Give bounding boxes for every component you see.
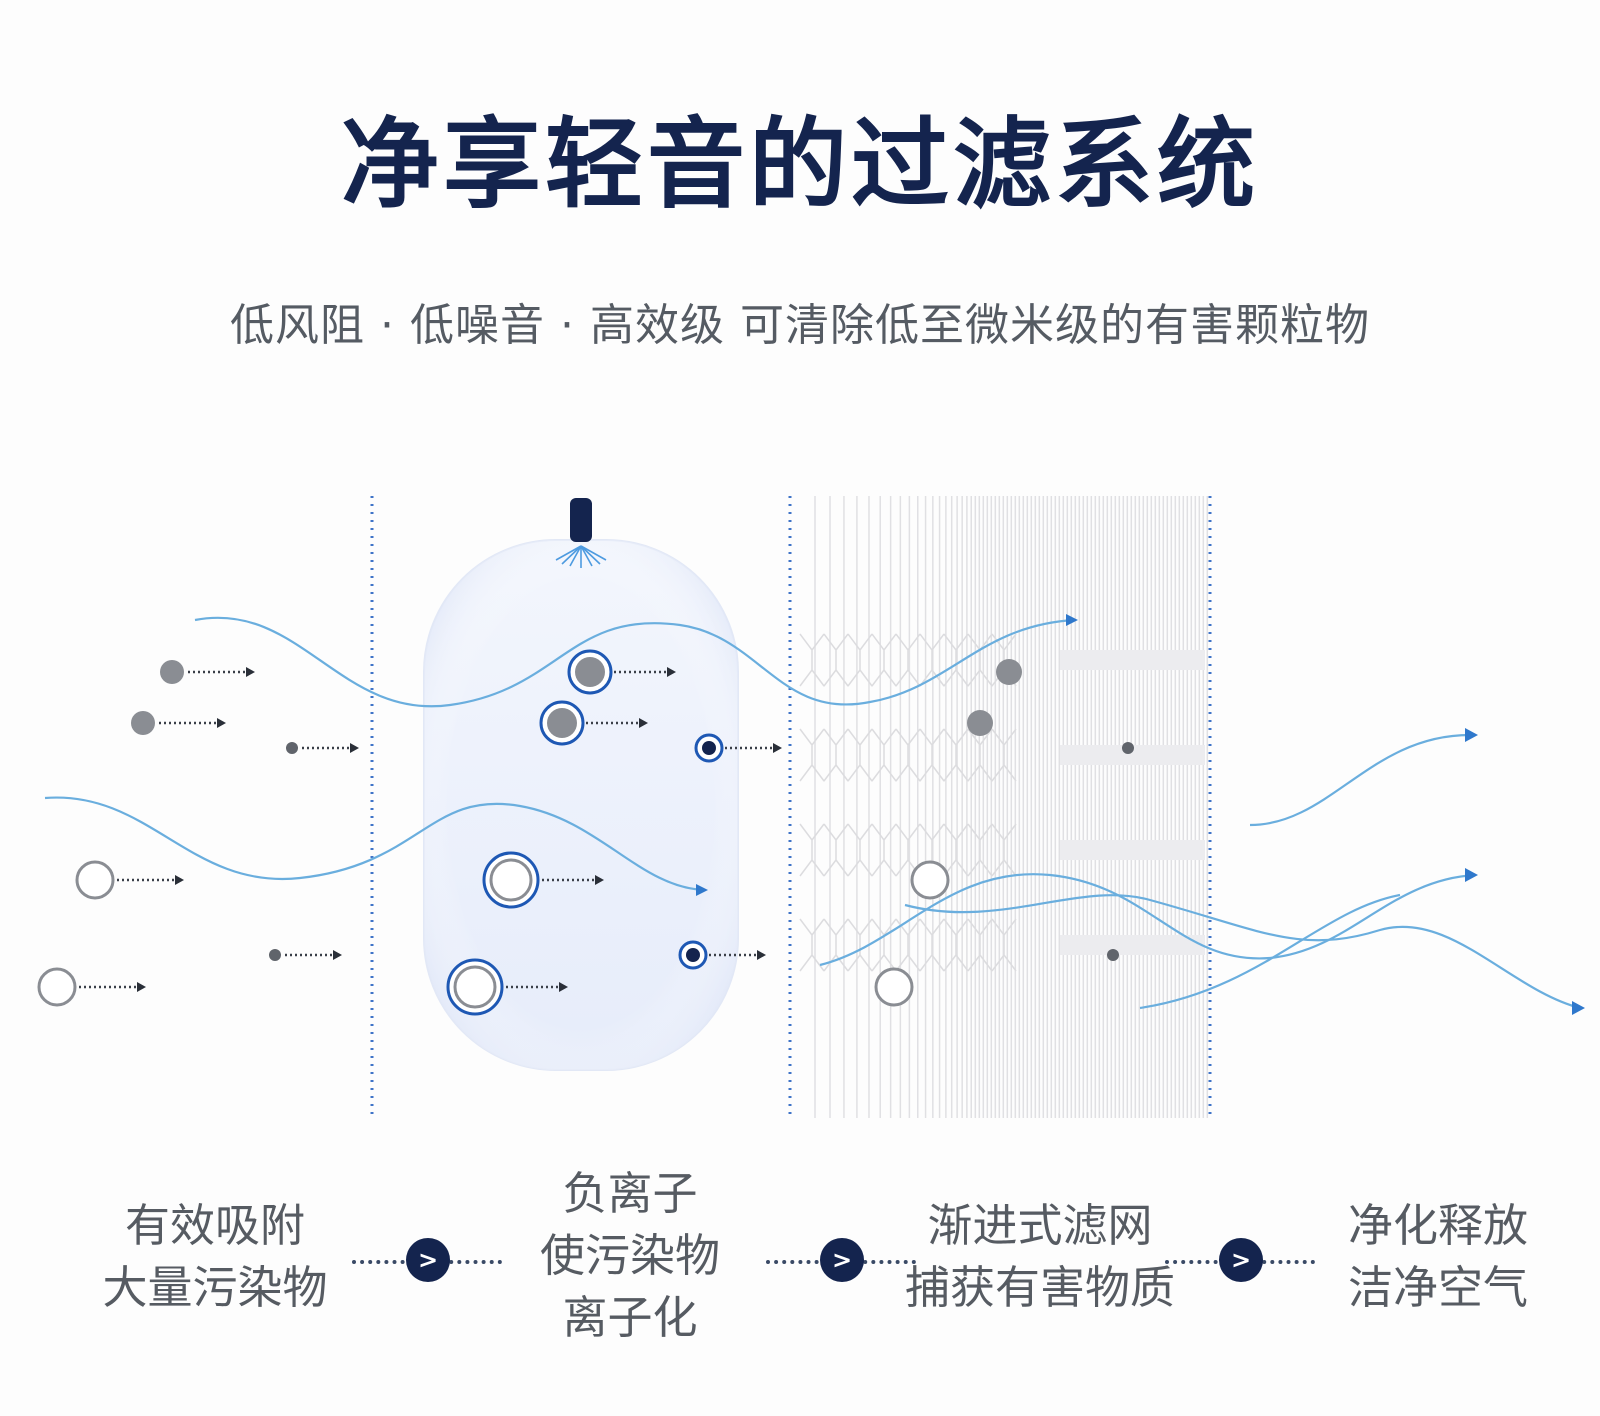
step-release: 净化释放 洁净空气 [1318, 1195, 1558, 1319]
mesh-band [1060, 745, 1205, 765]
particle [37, 967, 146, 1007]
particle [1122, 742, 1134, 754]
airflow-curve-2 [44, 796, 706, 892]
particle [286, 742, 359, 754]
airflow-curve-5 [1249, 733, 1471, 827]
airflow-curve-6 [1139, 893, 1401, 1010]
step-release-line-2: 洁净空气 [1347, 1261, 1528, 1314]
arrowhead [1572, 1001, 1585, 1015]
particle [131, 711, 226, 735]
mesh-filter [799, 496, 1209, 1118]
mesh-band [1060, 935, 1205, 955]
particle [967, 710, 993, 736]
particle [910, 860, 950, 900]
step-ionize-line-1: 负离子 [562, 1167, 698, 1220]
airflow-curve-4 [904, 894, 1581, 1010]
particle [269, 949, 342, 961]
page-subtitle: 低风阻 · 低噪音 · 高效级 可清除低至微米级的有害颗粒物 [230, 300, 1370, 351]
arrowhead [1066, 614, 1078, 626]
particle [567, 649, 676, 695]
particle [874, 967, 914, 1007]
arrow-circle-icon: > [406, 1238, 450, 1282]
page-title: 净享轻音的过滤系统 [340, 108, 1259, 222]
particle [678, 940, 766, 970]
mesh-weave [799, 823, 1017, 877]
airflow-arrowheads [696, 614, 1585, 1015]
step-filter-line-2: 捕获有害物质 [904, 1261, 1175, 1314]
particle [482, 851, 604, 909]
step-adsorb: 有效吸附 大量污染物 [80, 1195, 350, 1319]
step-connector-3: > [1165, 1238, 1315, 1284]
particle [446, 958, 568, 1016]
step-filter-line-1: 渐进式滤网 [927, 1199, 1153, 1252]
mesh-band [1060, 840, 1205, 860]
arrowhead [1465, 728, 1478, 742]
step-release-line-1: 净化释放 [1347, 1199, 1528, 1252]
particle [75, 860, 184, 900]
step-ionize-line-2: 使污染物 [539, 1229, 720, 1282]
mesh-weave [799, 918, 1017, 972]
mesh-band [1060, 650, 1205, 670]
particle [539, 700, 648, 746]
arrow-circle-icon: > [820, 1238, 864, 1282]
arrowhead [1465, 868, 1478, 882]
step-adsorb-line-2: 大量污染物 [102, 1261, 328, 1314]
particle [694, 733, 782, 763]
airflow-curves [44, 616, 1581, 1010]
particle [160, 660, 255, 684]
step-adsorb-line-1: 有效吸附 [124, 1199, 305, 1252]
step-ionize-line-3: 离子化 [562, 1291, 698, 1344]
step-connector-2: > [766, 1238, 916, 1284]
particle [1107, 949, 1119, 961]
arrowhead [696, 884, 708, 896]
mesh-weave [799, 728, 1017, 782]
arrow-circle-icon: > [1219, 1238, 1263, 1282]
step-ionize: 负离子 使污染物 离子化 [490, 1163, 770, 1349]
ionizer-icon [555, 498, 607, 568]
airflow-curve-1 [194, 616, 1076, 708]
particle [996, 659, 1022, 685]
step-filter: 渐进式滤网 捕获有害物质 [875, 1195, 1205, 1319]
step-connector-1: > [352, 1238, 502, 1284]
